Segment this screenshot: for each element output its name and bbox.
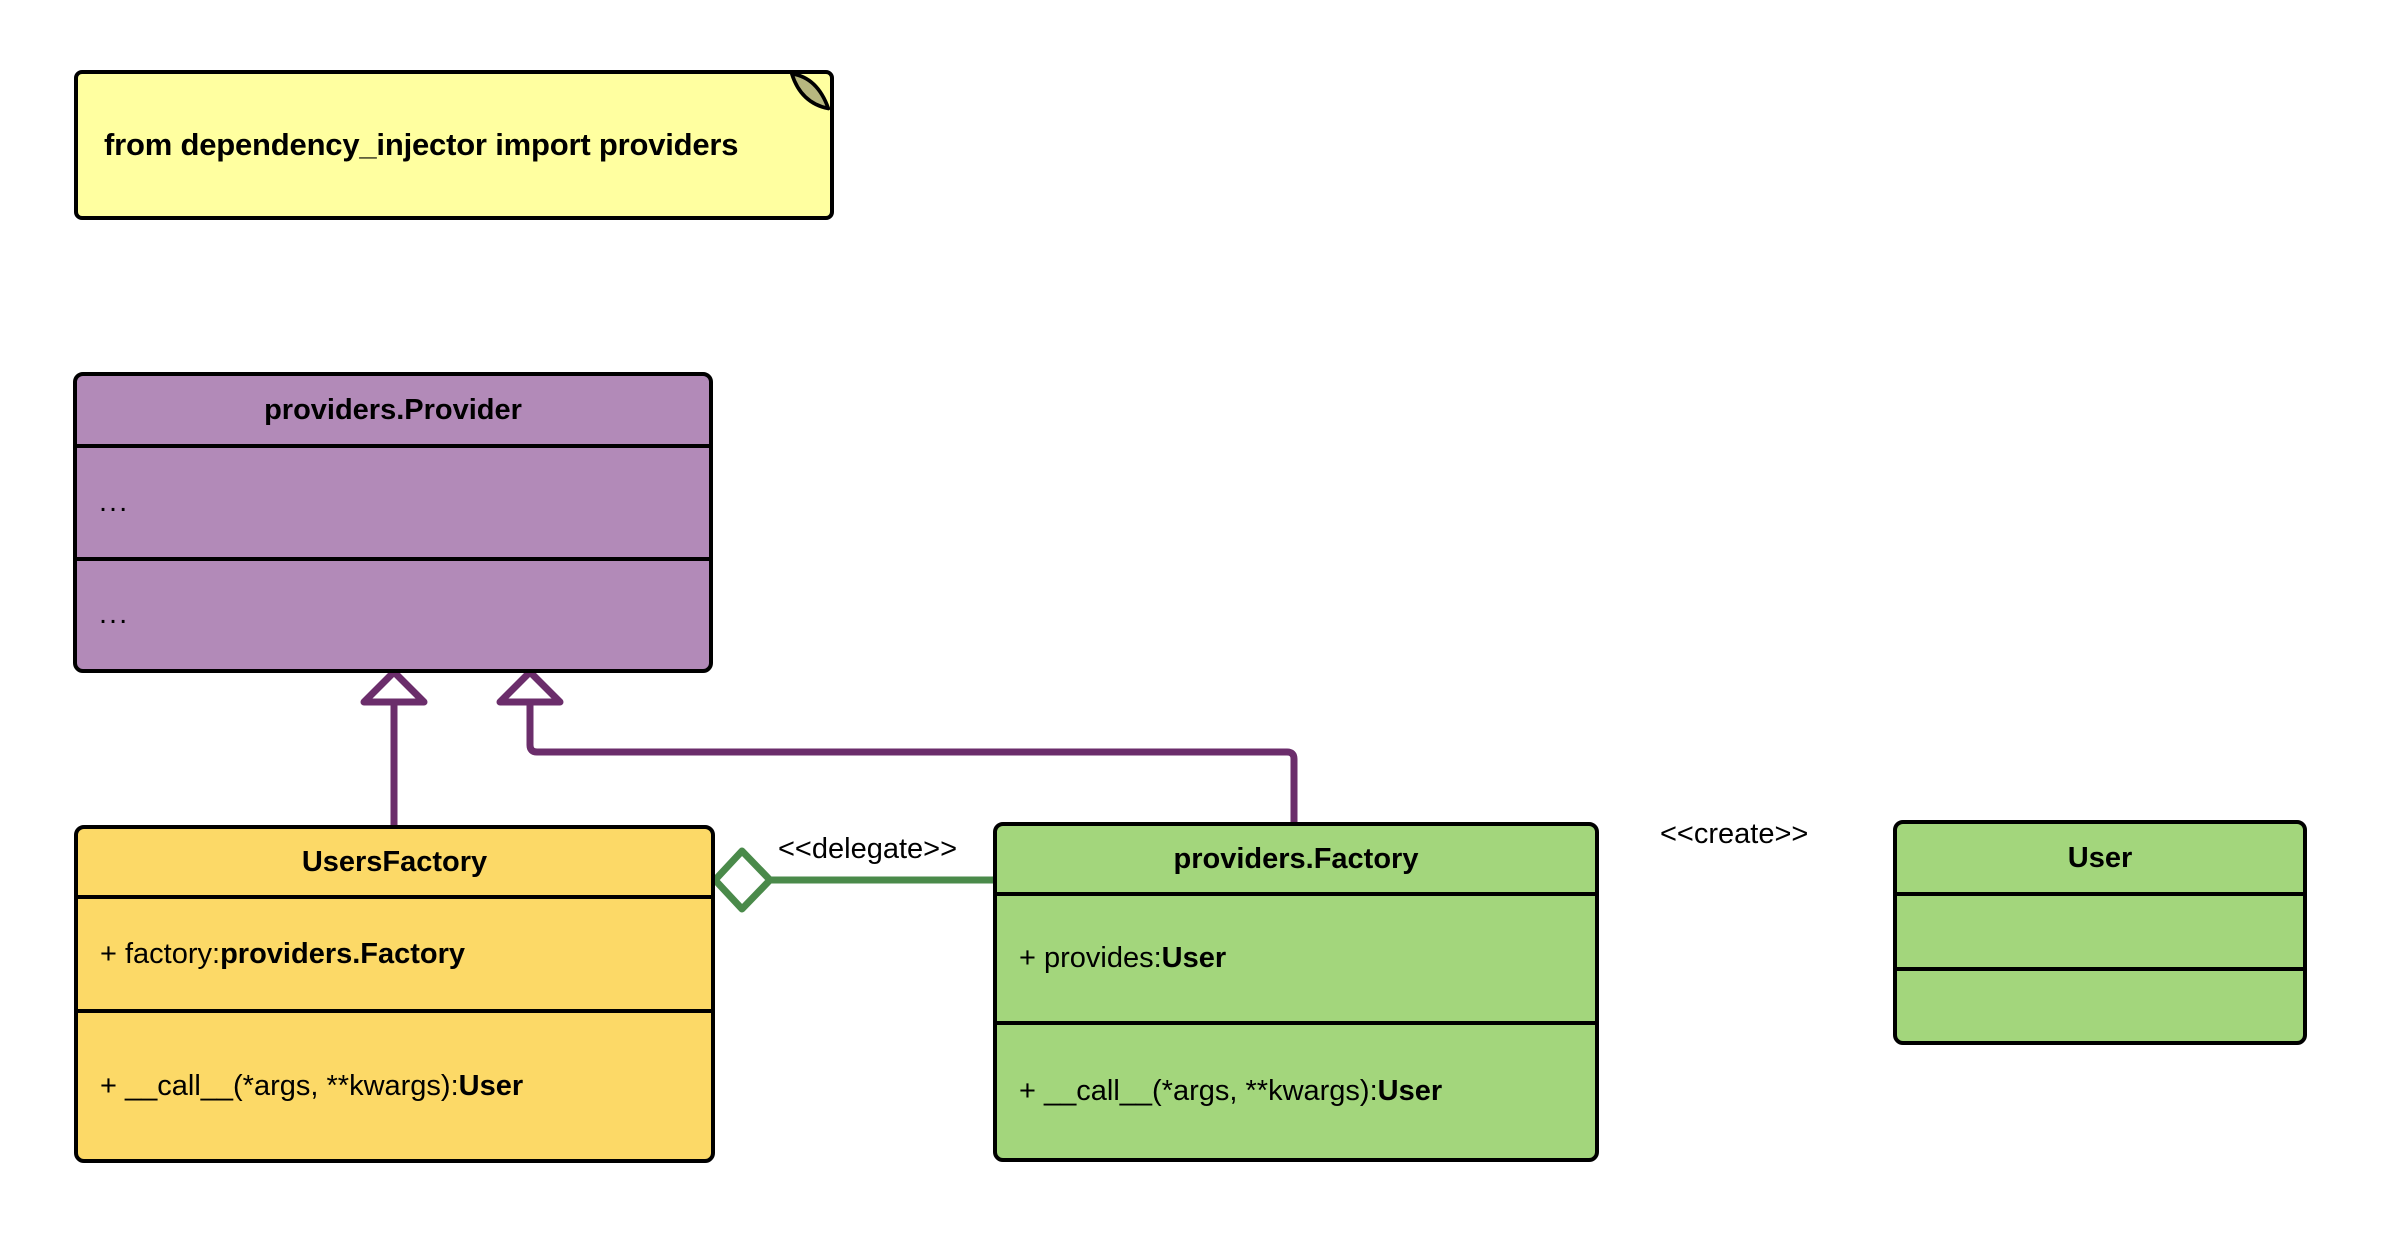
edge-label-delegate: <<delegate>> (778, 833, 958, 865)
class-attributes-providers-factory: + provides: User (997, 896, 1595, 1021)
attribute-label-factory: + factory: (100, 937, 221, 970)
method-type-call-factory: User (1377, 1075, 1443, 1107)
class-attributes-users-factory: + factory: providers.Factory (78, 899, 711, 1009)
class-methods-user (1897, 966, 2303, 1042)
class-title-providers-provider: providers.Provider (77, 376, 709, 448)
generalization-providersfactory-to-provider (496, 668, 1298, 822)
class-methods-providers-provider: ... (77, 556, 709, 670)
method-ellipsis: ... (99, 598, 130, 631)
generalization-usersfactory-to-provider (360, 668, 428, 825)
note-fold-corner (790, 72, 831, 111)
attribute-label-provides: + provides: (1019, 942, 1162, 974)
class-box-providers-factory[interactable]: providers.Factory + provides: User + __c… (993, 822, 1599, 1162)
attribute-type-factory: providers.Factory (220, 937, 466, 970)
class-title-users-factory: UsersFactory (78, 829, 711, 899)
class-methods-users-factory: + __call__(*args, **kwargs): User (78, 1009, 711, 1159)
attribute-ellipsis: ... (99, 485, 130, 518)
method-label-call-factory: + __call__(*args, **kwargs): (1019, 1075, 1378, 1107)
class-attributes-user (1897, 896, 2303, 967)
edge-label-create: <<create>> (1660, 818, 1809, 850)
class-box-providers-provider[interactable]: providers.Provider ... ... (73, 372, 713, 673)
code-note-text: from dependency_injector import provider… (104, 127, 739, 162)
class-title-providers-factory: providers.Factory (997, 826, 1595, 896)
class-attributes-providers-provider: ... (77, 448, 709, 557)
method-type-call: User (458, 1069, 524, 1102)
method-label-call: + __call__(*args, **kwargs): (100, 1069, 459, 1102)
class-methods-providers-factory: + __call__(*args, **kwargs): User (997, 1021, 1595, 1158)
class-title-user: User (1897, 824, 2303, 896)
class-box-user[interactable]: User (1893, 820, 2307, 1045)
code-note: from dependency_injector import provider… (74, 70, 834, 220)
class-box-users-factory[interactable]: UsersFactory + factory: providers.Factor… (74, 825, 715, 1163)
attribute-type-provides: User (1161, 942, 1227, 974)
